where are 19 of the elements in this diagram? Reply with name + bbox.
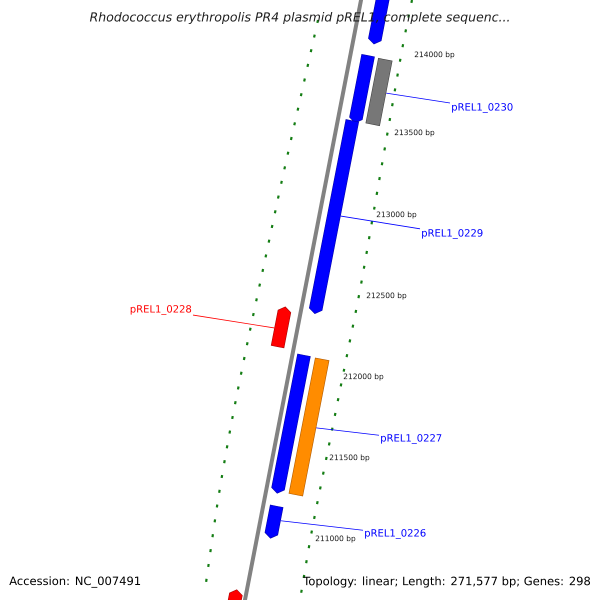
gene-label: pREL1_0230 (452, 103, 513, 113)
gene-feature (271, 354, 311, 494)
gene-bar (288, 358, 330, 496)
gene-feature (349, 54, 375, 124)
gene-feature (264, 504, 284, 539)
leader-line (340, 216, 420, 230)
gene-label: pREL1_0226 (365, 529, 426, 539)
gene-label: pREL1_0228 (130, 305, 192, 315)
accession-text: Accession: NC_007491 (9, 576, 140, 588)
leader-line (192, 314, 275, 328)
gene-label: pREL1_0227 (381, 434, 442, 444)
summary-text: Topology: linear; Length: 271,577 bp; Genes: 298 (303, 576, 590, 588)
gene-label: pREL1_0229 (422, 229, 482, 239)
leader-line (386, 92, 450, 104)
gene-feature (308, 119, 360, 314)
leader-line (316, 427, 380, 436)
gene-feature (270, 306, 292, 348)
gene-feature (225, 589, 243, 600)
leader-line (280, 520, 364, 531)
